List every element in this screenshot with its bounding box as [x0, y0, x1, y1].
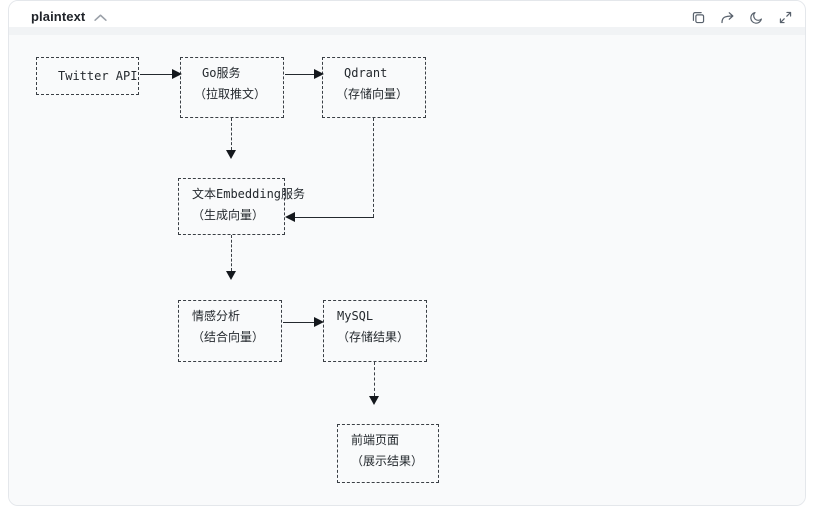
node-subtitle: （存储向量）: [336, 87, 409, 101]
edge-mysql-to-frontend-line: [374, 362, 375, 396]
header-actions: [689, 2, 795, 27]
edge-twitter-to-go-arrowhead: [172, 69, 182, 79]
expand-button[interactable]: [776, 8, 795, 27]
node-subtitle: （结合向量）: [192, 330, 265, 344]
edge-sentiment-to-mysql-line: [283, 322, 314, 323]
node-title: Qdrant: [344, 66, 388, 80]
moon-icon: [749, 10, 764, 25]
chevron-up-icon[interactable]: [93, 13, 108, 22]
node-title: 文本Embedding服务: [192, 187, 306, 201]
header-divider: [9, 27, 805, 35]
flow-diagram: Twitter API Go服务 （拉取推文） Qdrant （存储向量） 文本…: [9, 35, 805, 505]
node-sentiment-analysis: 情感分析 （结合向量）: [178, 300, 282, 362]
forward-button[interactable]: [718, 8, 737, 27]
node-subtitle: （存储结果）: [337, 330, 410, 344]
language-label: plaintext: [31, 1, 108, 29]
node-title: MySQL: [337, 309, 374, 323]
node-subtitle: （生成向量）: [192, 208, 265, 222]
node-mysql: MySQL （存储结果）: [323, 300, 427, 362]
theme-toggle-button[interactable]: [747, 8, 766, 27]
edge-embedding-to-sentiment-arrowhead: [226, 271, 236, 280]
node-go-service: Go服务 （拉取推文）: [180, 57, 284, 118]
edge-qdrant-to-embedding-hline: [295, 217, 374, 218]
edge-sentiment-to-mysql-arrowhead: [314, 317, 324, 327]
code-block-content: Twitter API Go服务 （拉取推文） Qdrant （存储向量） 文本…: [9, 35, 805, 505]
node-frontend-page: 前端页面 （展示结果）: [337, 424, 439, 483]
arrow-forward-icon: [720, 10, 736, 25]
edge-embedding-to-sentiment-line: [231, 235, 232, 271]
edge-twitter-to-go-line: [140, 74, 172, 75]
node-subtitle: （展示结果）: [351, 454, 424, 468]
code-block-header: plaintext: [9, 1, 805, 27]
edge-go-to-embedding-line: [231, 118, 232, 150]
edge-go-to-qdrant-line: [285, 74, 314, 75]
node-title: 前端页面: [351, 433, 400, 447]
edge-go-to-embedding-arrowhead: [226, 150, 236, 159]
node-title: 情感分析: [192, 309, 241, 323]
edge-qdrant-to-embedding-arrowhead: [285, 212, 295, 222]
node-embedding-service: 文本Embedding服务 （生成向量）: [178, 178, 306, 235]
node-title: Twitter API: [58, 69, 138, 83]
edge-mysql-to-frontend-arrowhead: [369, 396, 379, 405]
node-title: Go服务: [202, 66, 241, 80]
copy-icon: [691, 10, 706, 25]
edge-qdrant-to-embedding-vline: [373, 118, 374, 217]
code-block-card: plaintext: [8, 0, 806, 506]
node-subtitle: （拉取推文）: [194, 87, 267, 101]
language-text: plaintext: [31, 8, 86, 24]
expand-icon: [778, 10, 793, 25]
node-twitter-api: Twitter API: [36, 57, 139, 95]
copy-button[interactable]: [689, 8, 708, 27]
node-qdrant: Qdrant （存储向量）: [322, 57, 426, 118]
edge-go-to-qdrant-arrowhead: [314, 69, 324, 79]
